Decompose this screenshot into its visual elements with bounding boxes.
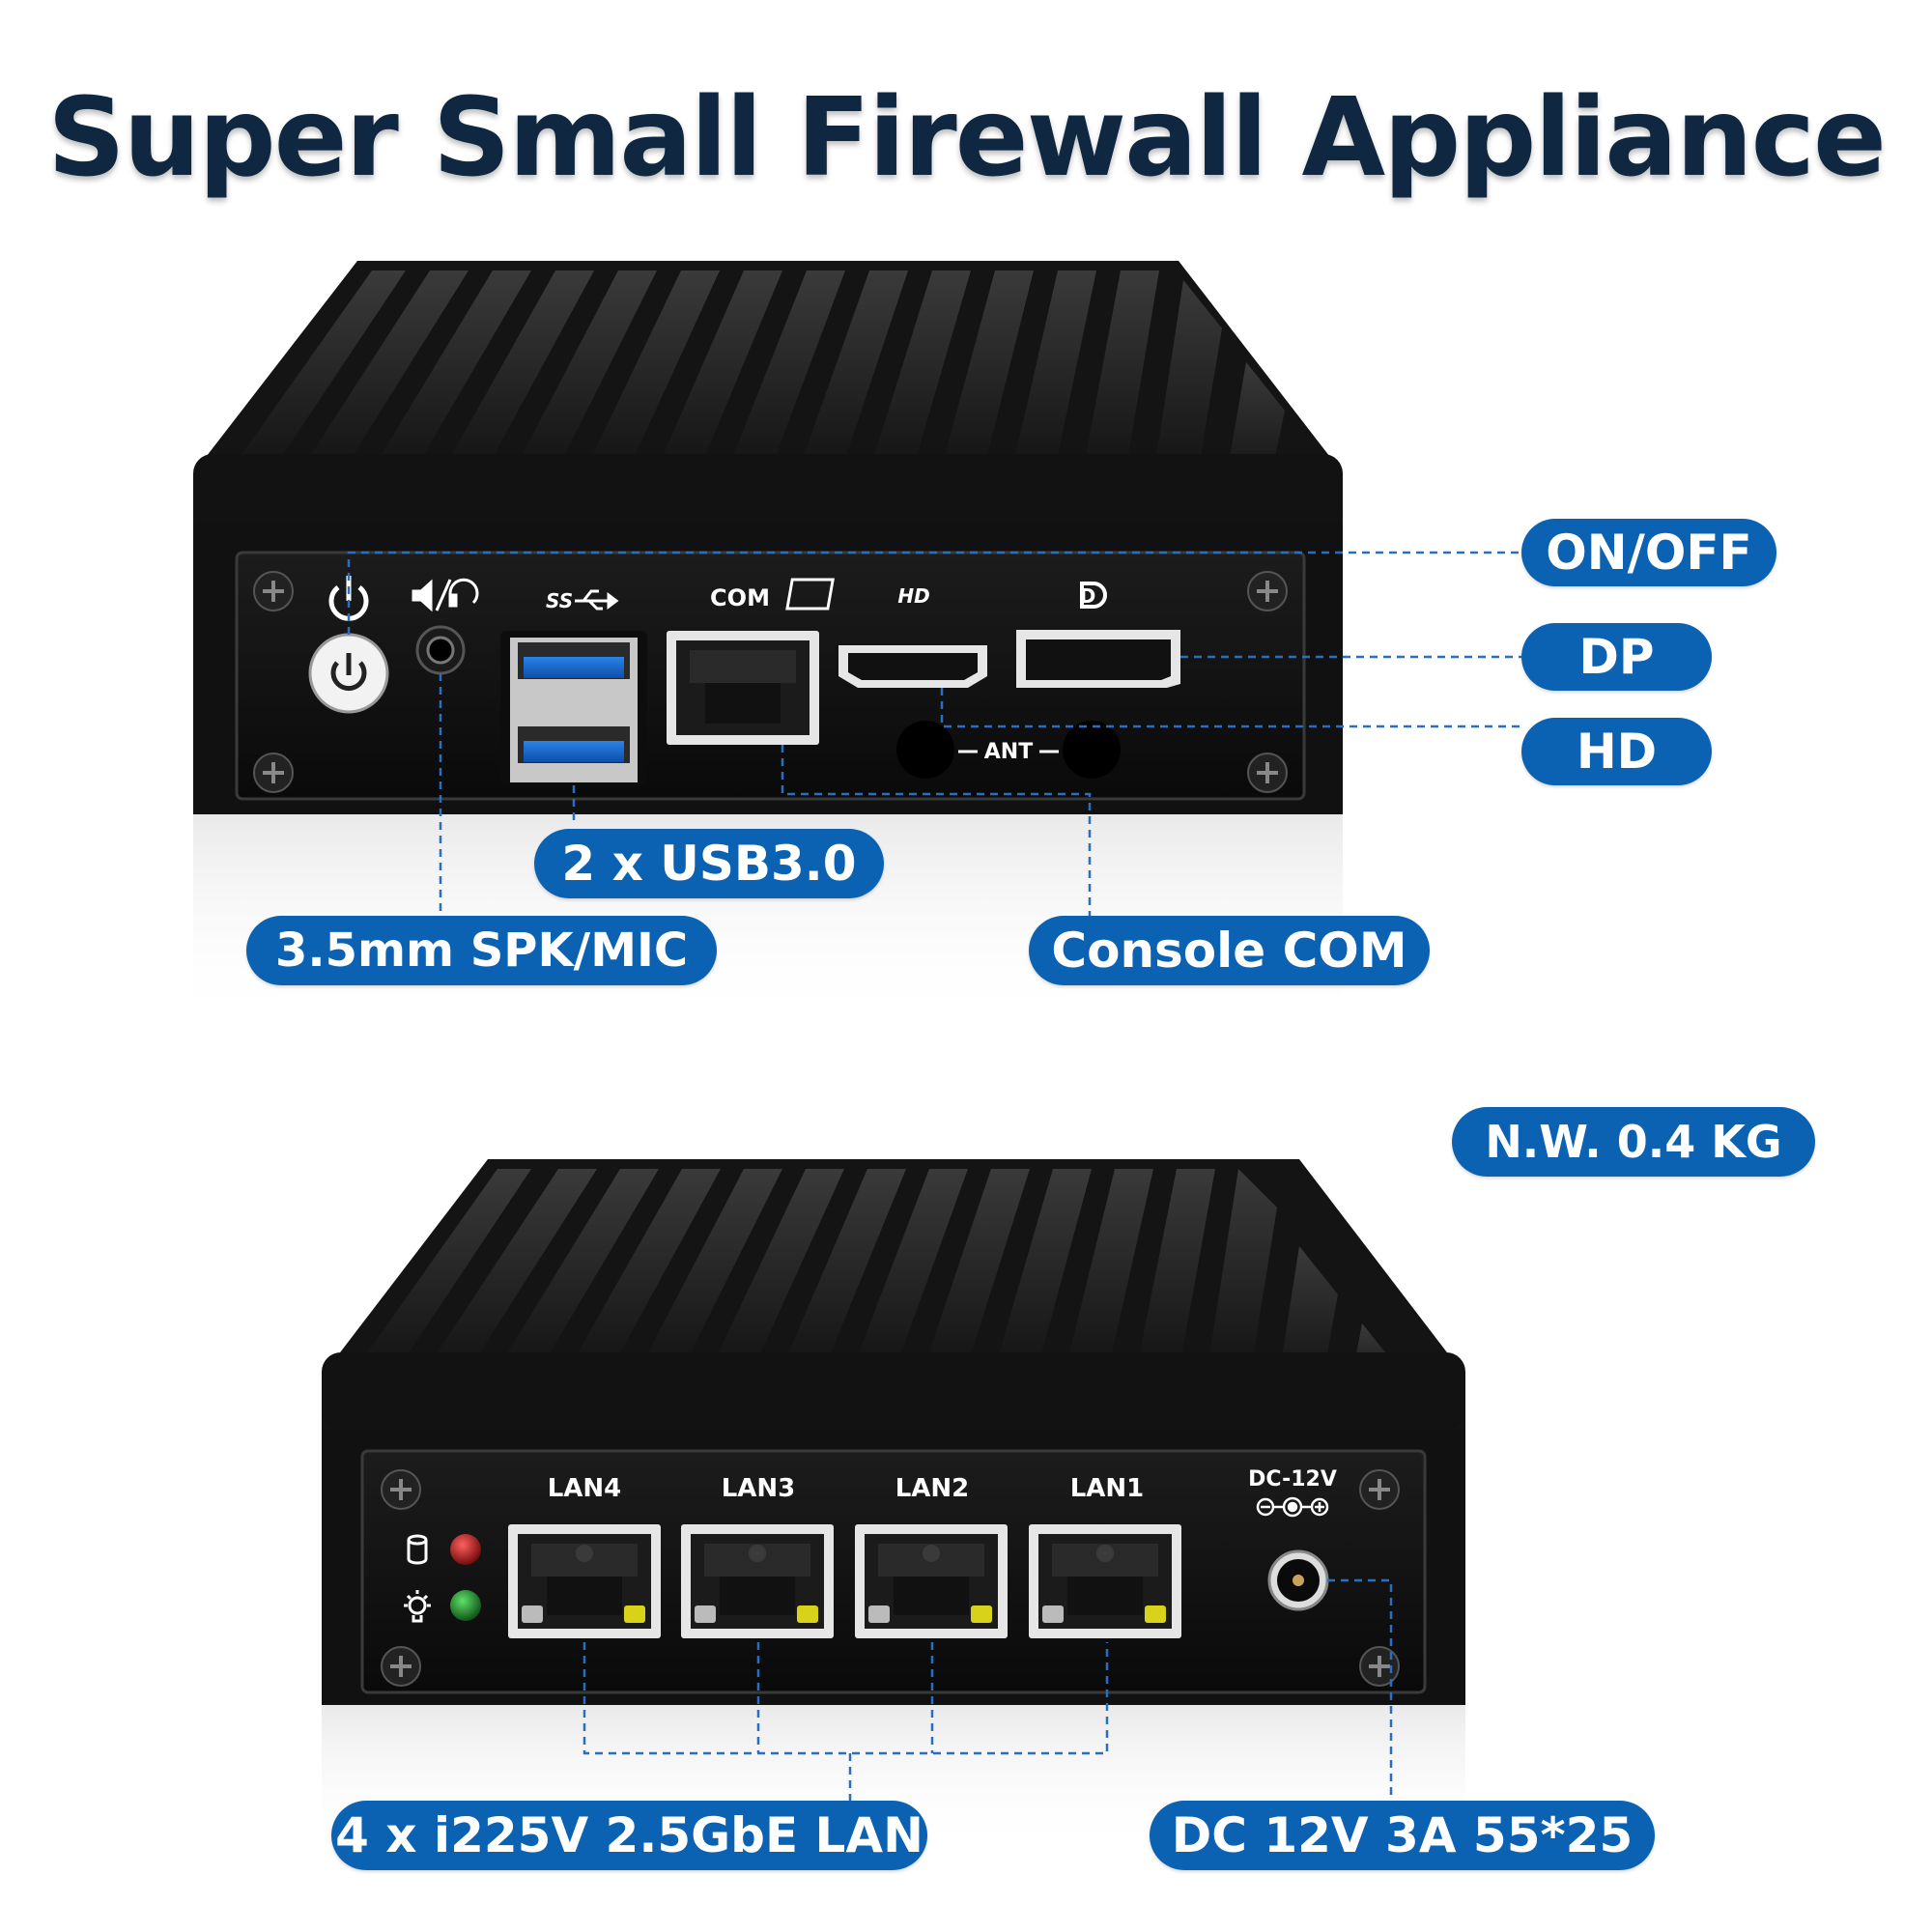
usb-callout: 2 x USB3.0 (534, 829, 884, 898)
heatsink-fins-bottom (333, 1169, 1401, 1401)
page-title: Super Small Firewall Appliance (47, 75, 1887, 201)
on-off-callout: ON/OFF (1521, 519, 1776, 586)
hdmi-port[interactable] (838, 645, 987, 688)
usb-ports[interactable] (500, 631, 647, 785)
lan-callout: 4 x i225V 2.5GbE LAN (331, 1801, 927, 1870)
hdd-icon (407, 1534, 428, 1565)
svg-text:SS: SS (546, 589, 573, 612)
com-port[interactable] (667, 631, 819, 745)
bottom-device: LAN4 LAN3 LAN2 LAN1 DC-12V (322, 1159, 1465, 1850)
screw-icon (380, 1468, 422, 1511)
screw-icon (1246, 570, 1289, 612)
ant-label: ANT (984, 740, 1033, 764)
svg-text:HD: HD (897, 584, 929, 608)
audio-callout: 3.5mm SPK/MIC (246, 916, 717, 985)
hd-callout: HD (1521, 718, 1712, 785)
power-light-icon (404, 1590, 431, 1623)
antenna-hole-left (896, 721, 954, 779)
lan4-label: LAN4 (548, 1474, 622, 1503)
screw-icon (252, 752, 295, 794)
dc-power-jack[interactable] (1267, 1549, 1329, 1611)
lan1-label: LAN1 (1070, 1474, 1145, 1503)
lan3-label: LAN3 (722, 1474, 796, 1503)
screw-icon (1358, 1645, 1401, 1688)
usb-ss-icon: SS (546, 589, 619, 612)
lan2-label: LAN2 (895, 1474, 970, 1503)
antenna-hole-right (1063, 721, 1121, 779)
lan4-port[interactable] (508, 1524, 661, 1638)
svg-text:D: D (1080, 584, 1096, 608)
lan1-port[interactable] (1029, 1524, 1181, 1638)
dp-callout: DP (1521, 623, 1712, 691)
speaker-headset-icon (412, 578, 479, 612)
dc-callout: DC 12V 3A 55*25 (1150, 1801, 1655, 1870)
hd-icon: HD (785, 578, 930, 611)
callout-leaders (347, 551, 1521, 1802)
dc-polarity-icon (1256, 1496, 1329, 1518)
dc-label: DC-12V (1248, 1467, 1337, 1492)
lan2-port[interactable] (855, 1524, 1008, 1638)
audio-jack[interactable] (415, 625, 466, 675)
dp-icon: D (1080, 582, 1107, 609)
screw-icon (252, 570, 295, 612)
screw-icon (380, 1645, 422, 1688)
hdd-led (450, 1534, 481, 1565)
displayport-port[interactable] (1016, 630, 1180, 688)
screw-icon (1246, 752, 1289, 794)
screw-icon (1358, 1468, 1401, 1511)
top-device: SS COM HD (193, 261, 1343, 1027)
com-label: COM (710, 584, 770, 611)
console-com-callout: Console COM (1029, 916, 1430, 985)
power-button[interactable] (308, 633, 389, 714)
lan3-port[interactable] (681, 1524, 834, 1638)
weight-callout: N.W. 0.4 KG (1452, 1107, 1815, 1177)
power-led (450, 1590, 481, 1621)
